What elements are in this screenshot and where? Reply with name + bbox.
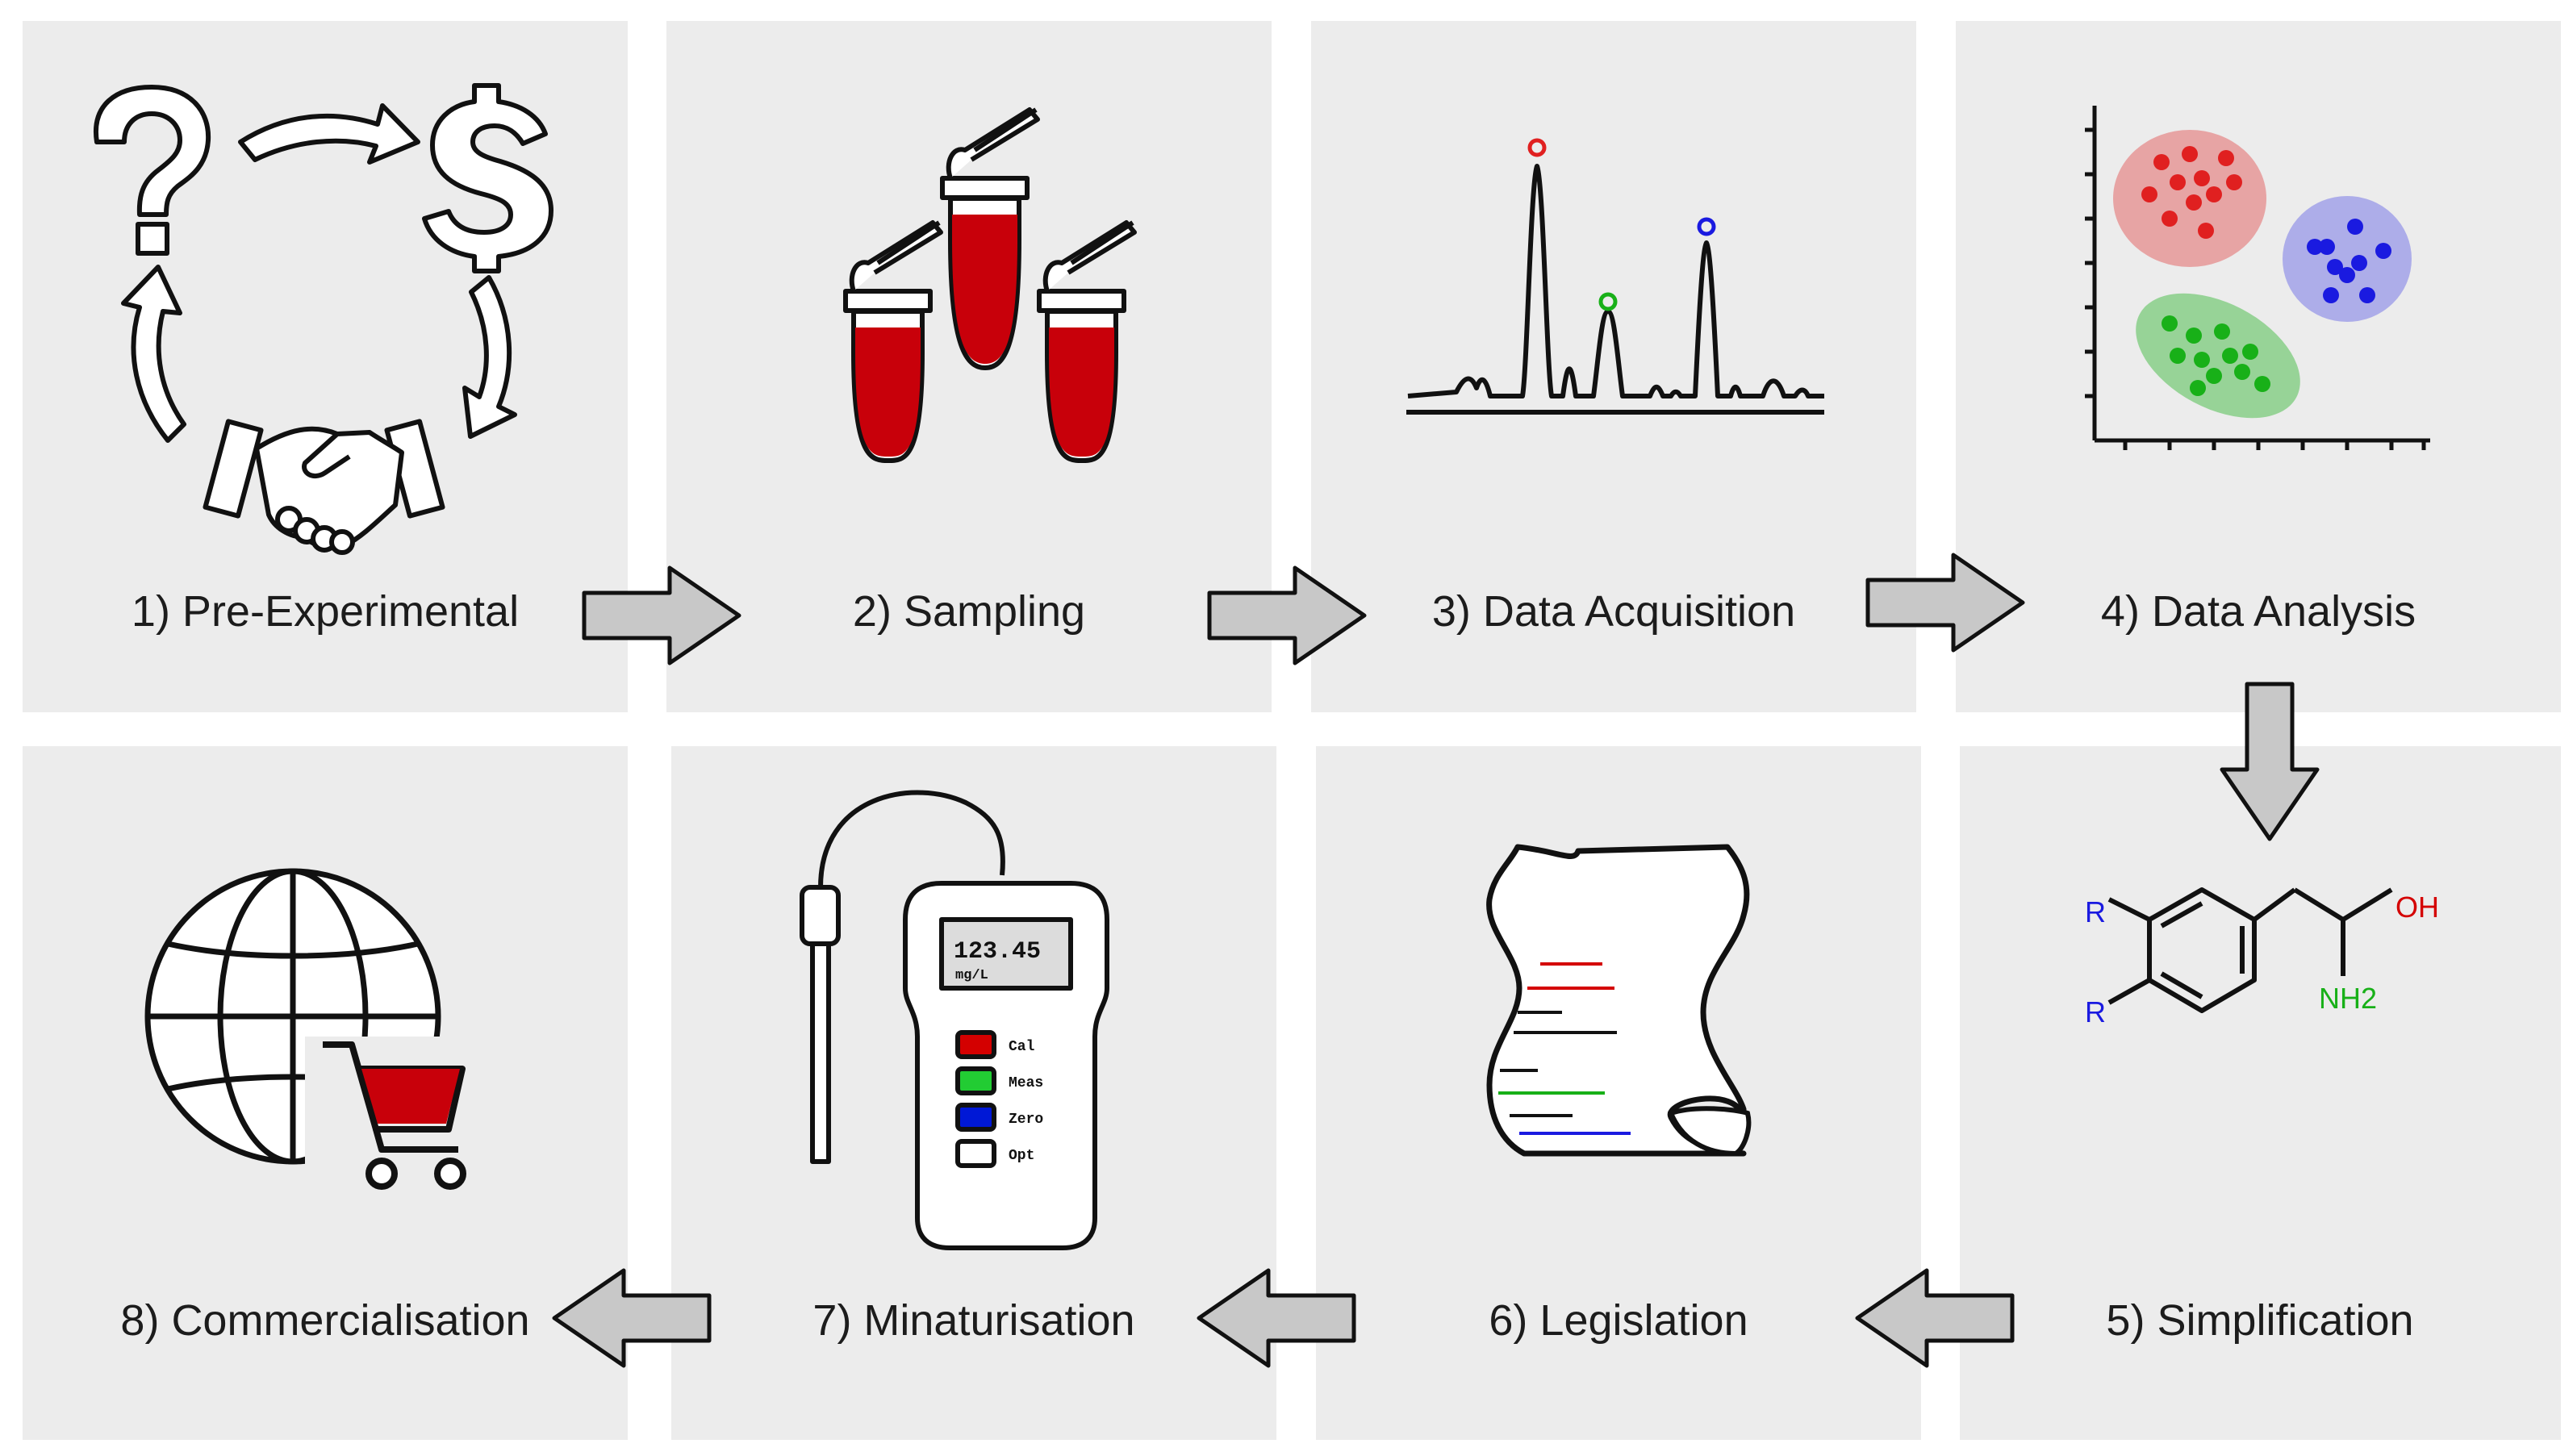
peak-marker-green [1598,292,1618,311]
cluster-scatter-icon [2085,106,2430,450]
probe-head [800,885,841,946]
arrow-right-2-to-3 [1207,565,1367,665]
panel-legislation: 6) Legislation [1316,746,1921,1440]
shopping-cart-icon [305,1037,466,1238]
substituent-r-bottom: R [2085,995,2106,1028]
axis-ticks [2085,127,2426,450]
meter-display [939,917,1073,991]
arrow-left-6-to-7 [1197,1268,1356,1368]
step-label-5: 5) Simplification [2106,1296,2414,1345]
handshake-icon [203,419,445,555]
benzene-ring [2147,887,2257,1013]
panel-pre-experimental: 1) Pre-Experimental [23,21,628,712]
panel-minaturisation: 123.45 mg/L Cal Meas Zero Opt 7) Minatur… [671,746,1276,1440]
scroll-document-icon [1486,844,1752,1157]
chromatogram-trace [1407,164,1824,398]
arrow-left-5-to-6 [1855,1268,2015,1368]
hydroxyl-group: OH [2395,891,2439,924]
globe-shopping-cart-icon [144,868,466,1238]
cluster-blue-points [2307,219,2391,303]
panel-data-analysis: 4) Data Analysis [1956,21,2561,712]
cluster-green-region [2136,293,2300,419]
step-label-3: 3) Data Acquisition [1431,587,1796,636]
sample-tubes-icon [843,107,1137,463]
button-label-opt: Opt [1009,1148,1034,1164]
handheld-meter-icon: 123.45 mg/L Cal Meas Zero Opt [800,790,1109,1250]
step-label-2: 2) Sampling [852,587,1086,636]
question-mark-icon [94,85,211,256]
chromatogram-icon [1406,138,1824,415]
cycle-arrow-right [462,275,517,439]
panel-data-acquisition: 3) Data Acquisition [1311,21,1916,712]
cluster-blue-region [2283,196,2412,322]
molecule-structure-icon: R R OH NH2 [2085,887,2439,1028]
panel-commercialisation: 8) Commercialisation [23,746,628,1440]
dollar-sign-icon [422,83,553,273]
cycle-arrow-top [238,103,420,165]
step-label-1: 1) Pre-Experimental [131,587,520,636]
peak-marker-blue [1697,217,1716,236]
sample-tube-right [1037,220,1137,463]
arrow-right-3-to-4 [1865,553,2025,653]
panel-sampling: 2) Sampling [666,21,1272,712]
cluster-red-points [2141,146,2242,239]
arrow-right-1-to-2 [582,565,741,665]
button-label-cal: Cal [1009,1039,1035,1055]
meter-cable [818,790,1005,888]
substituent-r-top: R [2085,895,2106,928]
button-label-meas: Meas [1009,1075,1043,1091]
button-label-zero: Zero [1009,1112,1043,1128]
probe-rod [810,941,831,1164]
sample-tube-left [843,220,943,463]
scroll-curl [1667,1106,1752,1157]
arrow-left-7-to-8 [552,1268,712,1368]
cluster-green-points [2162,315,2270,396]
step-label-8: 8) Commercialisation [120,1296,530,1345]
meter-unit: mg/L [955,968,988,983]
cycle-arrow-left [121,265,186,443]
arrow-down-4-to-5 [2220,682,2320,841]
step-label-7: 7) Minaturisation [812,1296,1135,1345]
step-label-6: 6) Legislation [1489,1296,1748,1345]
meter-reading: 123.45 [954,938,1041,966]
panel-simplification: R R OH NH2 5) Simplification [1960,746,2561,1440]
amine-group: NH2 [2319,982,2377,1015]
step-label-4: 4) Data Analysis [2100,587,2416,636]
cycle-arrows-icon [94,83,553,555]
peak-marker-red [1527,138,1547,157]
sample-tube-center [940,107,1040,370]
